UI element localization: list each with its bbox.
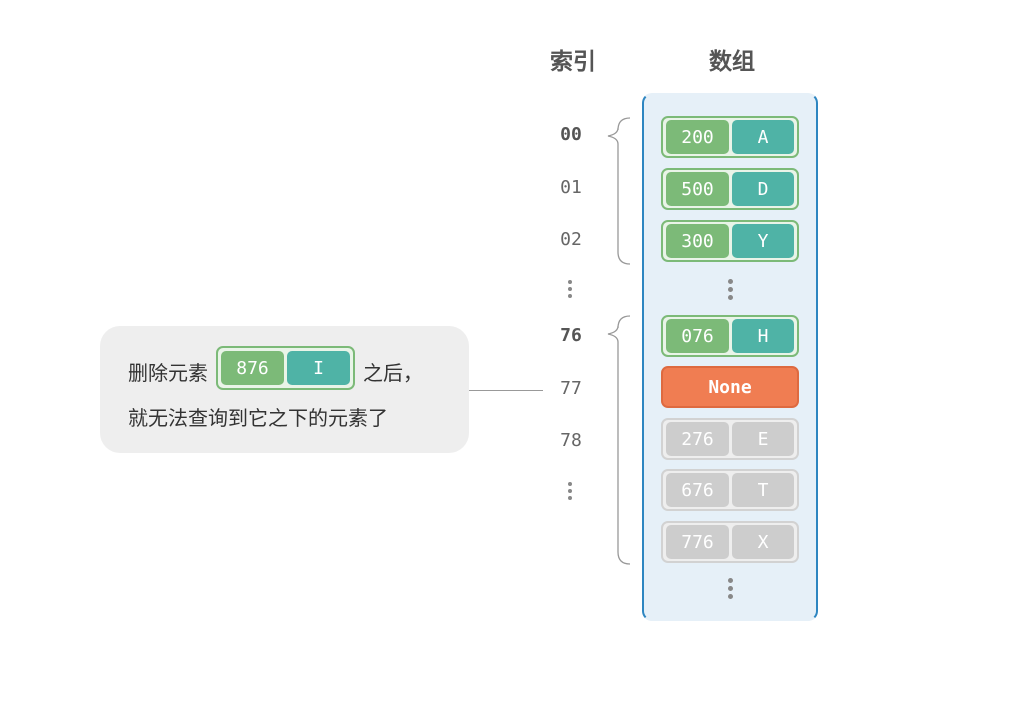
cell-key: 500 — [666, 172, 729, 206]
array-cell: 200 A — [661, 116, 799, 158]
index-column-header: 索引 — [550, 49, 596, 75]
array-ellipsis-icon — [728, 578, 734, 599]
array-column-header: 数组 — [709, 49, 755, 75]
cell-key: 300 — [666, 224, 729, 258]
group-brace-icon — [607, 117, 631, 265]
inaccessible-cell: 676 T — [661, 469, 799, 511]
cell-value: X — [731, 525, 794, 559]
array-ellipsis-icon — [728, 279, 734, 300]
cell-value: I — [287, 351, 350, 385]
cell-value: D — [731, 172, 794, 206]
cell-value: H — [731, 319, 794, 353]
index-label-78: 78 — [560, 430, 582, 451]
deleted-element-cell: 876 I — [216, 346, 355, 390]
cell-key: 076 — [666, 319, 729, 353]
callout-suffix-text: 之后， — [363, 360, 423, 385]
cell-value: A — [731, 120, 794, 154]
cell-key: 276 — [666, 422, 729, 456]
index-label-00: 00 — [560, 124, 582, 145]
index-ellipsis-icon — [568, 280, 574, 298]
index-ellipsis-icon — [568, 482, 574, 500]
callout-prefix-text: 删除元素 — [128, 360, 208, 385]
index-label-02: 02 — [560, 229, 582, 250]
inaccessible-cell: 776 X — [661, 521, 799, 563]
group-brace-icon — [607, 315, 631, 565]
callout-line-1: 删除元素 876 I 之后， — [128, 346, 423, 390]
deleted-none-cell: None — [661, 366, 799, 408]
array-cell: 300 Y — [661, 220, 799, 262]
callout-connector-line — [469, 390, 543, 391]
index-label-76: 76 — [560, 325, 582, 346]
cell-value: Y — [731, 224, 794, 258]
cell-key: 676 — [666, 473, 729, 507]
callout-line-2: 就无法查询到它之下的元素了 — [128, 406, 388, 430]
array-cell: 500 D — [661, 168, 799, 210]
cell-key: 876 — [221, 351, 284, 385]
index-label-01: 01 — [560, 177, 582, 198]
array-cell: 076 H — [661, 315, 799, 357]
cell-value: T — [731, 473, 794, 507]
inaccessible-cell: 276 E — [661, 418, 799, 460]
cell-key: 776 — [666, 525, 729, 559]
cell-value: E — [731, 422, 794, 456]
cell-key: 200 — [666, 120, 729, 154]
index-label-77: 77 — [560, 378, 582, 399]
